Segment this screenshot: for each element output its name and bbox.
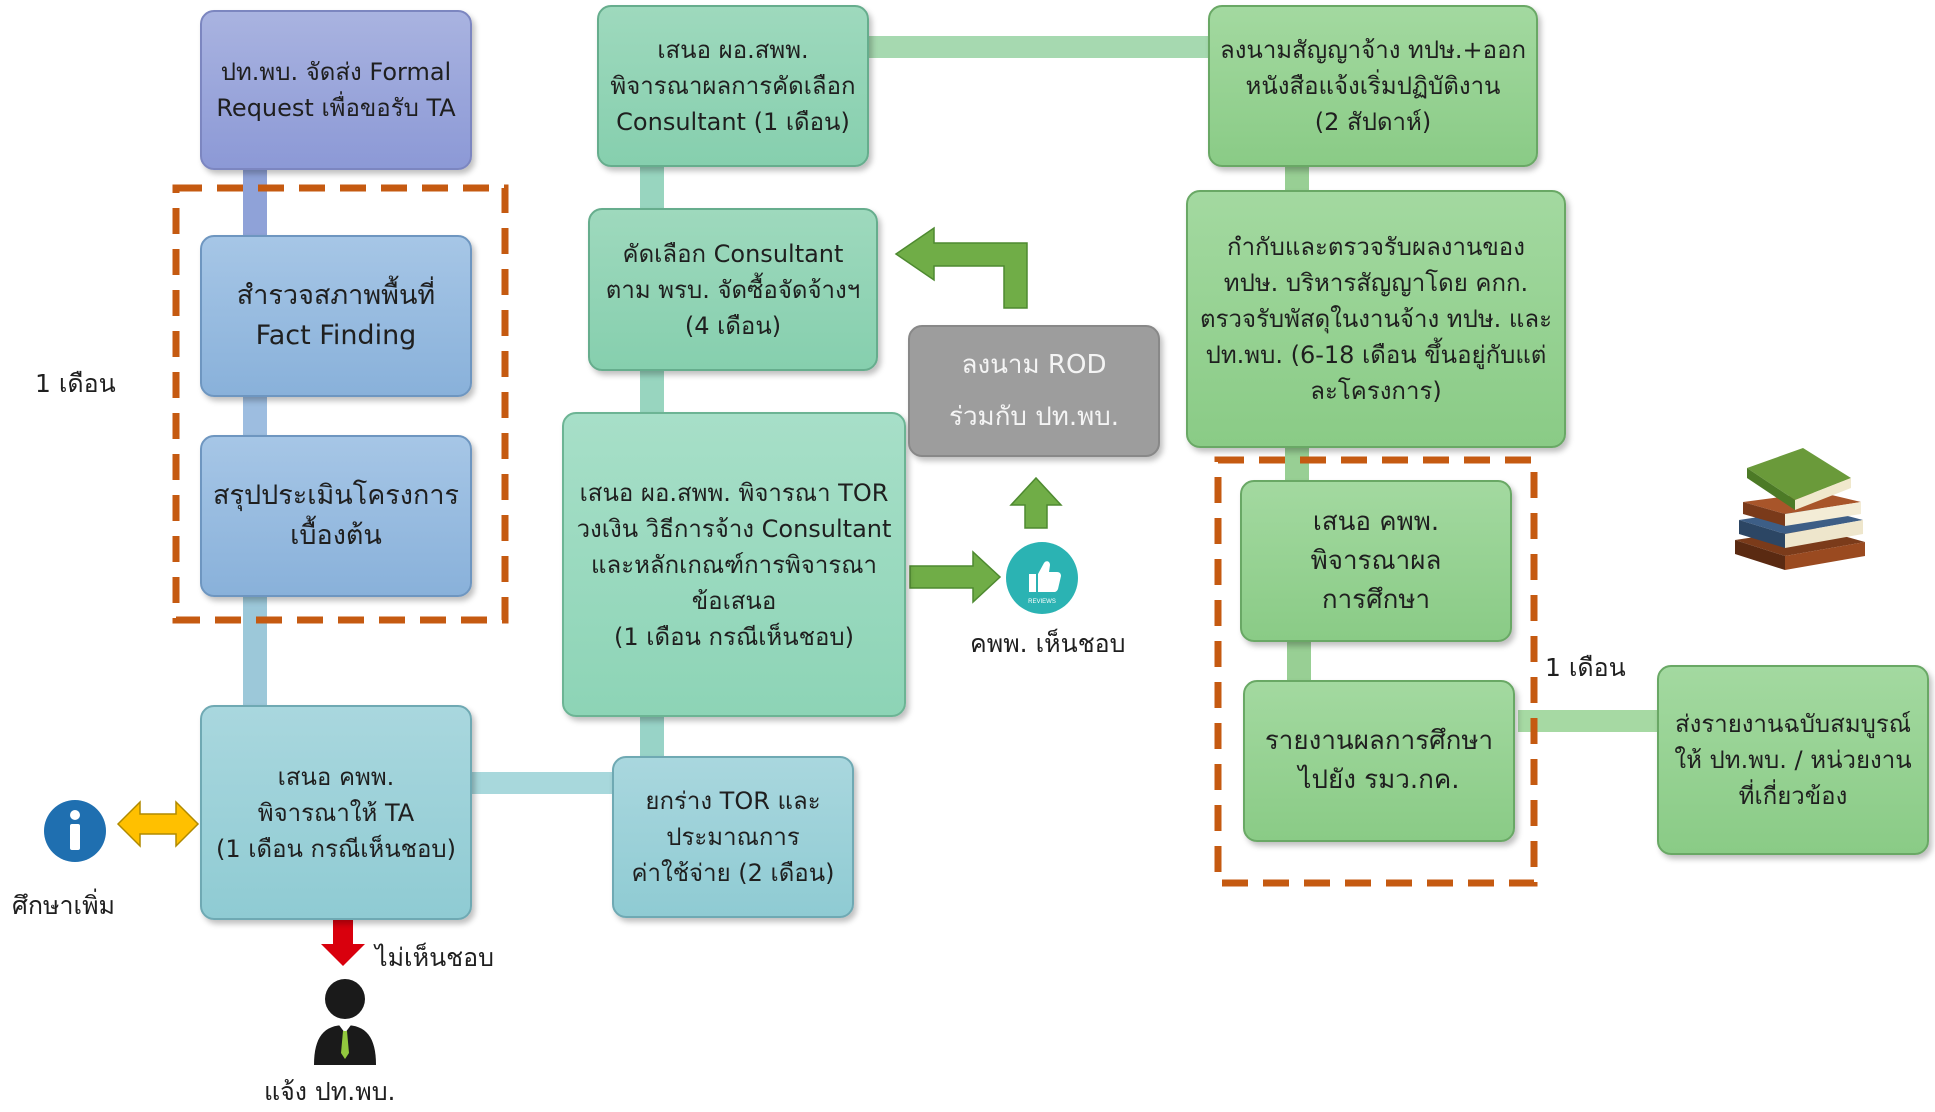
- box-propose-tor: เสนอ ผอ.สพพ. พิจารณา TOR วงเงิน วิธีการจ…: [562, 412, 906, 717]
- label-study-more: ศึกษาเพิ่ม: [12, 891, 116, 920]
- books-icon: [1735, 448, 1865, 570]
- green-up-arrow: [1009, 476, 1063, 529]
- reviews-thumbs-up-icon: REVIEWS: [1005, 541, 1079, 615]
- connector-right-stem-3: [1287, 640, 1311, 684]
- connector-ta-to-tor: [472, 772, 616, 794]
- reviews-badge-text: REVIEWS: [1028, 599, 1056, 605]
- connector-left-stem-3: [243, 595, 267, 707]
- box-report-study: รายงานผลการศึกษา ไปยัง รมว.กค.: [1243, 680, 1515, 842]
- box-select-consultant: คัดเลือก Consultant ตาม พรบ. จัดซื้อจัดจ…: [588, 208, 878, 371]
- connector-select-up-2: [640, 165, 664, 210]
- box-sign-contract: ลงนามสัญญาจ้าง ทปษ.+ออก หนังสือแจ้งเริ่ม…: [1208, 5, 1538, 167]
- box-send-final: ส่งรายงานฉบับสมบูรณ์ ให้ ปท.พบ. / หน่วยง…: [1657, 665, 1929, 855]
- box-propose-committee-ta: เสนอ คพพ. พิจารณาให้ TA (1 เดือน กรณีเห็…: [200, 705, 472, 920]
- red-down-arrow: [321, 918, 365, 966]
- box-propose-selection: เสนอ ผอ.สพพ. พิจารณาผลการคัดเลือก Consul…: [597, 5, 869, 167]
- connector-right-stem-2: [1285, 447, 1309, 483]
- label-one-month-right: 1 เดือน: [1545, 653, 1626, 682]
- connector-left-stem-2: [243, 396, 267, 438]
- info-icon: [44, 800, 106, 862]
- connector-top-horizontal: [868, 36, 1213, 58]
- label-committee-approve: คพพ. เห็นชอบ: [970, 629, 1126, 658]
- box-supervise: กำกับและตรวจรับผลงานของ ทปษ. บริหารสัญญา…: [1186, 190, 1566, 448]
- connector-right-stem-1: [1285, 165, 1309, 193]
- box-formal-request: ปท.พบ. จัดส่ง Formal Request เพื่อขอรับ …: [200, 10, 472, 170]
- label-not-approve: ไม่เห็นชอบ: [375, 943, 495, 972]
- person-icon: [314, 979, 376, 1065]
- box-draft-tor: ยกร่าง TOR และ ประมาณการ ค่าใช้จ่าย (2 เ…: [612, 756, 854, 918]
- green-right-arrow: [909, 550, 1002, 604]
- box-sign-rod: ลงนาม ROD ร่วมกับ ปท.พบ.: [908, 325, 1160, 457]
- label-notify: แจ้ง ปท.พบ.: [264, 1077, 396, 1106]
- connector-report-to-final: [1518, 710, 1663, 732]
- dashed-group-left: [172, 184, 509, 624]
- box-fact-finding: สำรวจสภาพพื้นที่ Fact Finding: [200, 235, 472, 397]
- label-one-month-left: 1 เดือน: [35, 369, 116, 398]
- connector-left-stem-1: [243, 170, 267, 242]
- green-bent-arrow: [894, 226, 1028, 309]
- connector-tor-up: [640, 715, 664, 759]
- double-arrow-yellow: [116, 800, 200, 848]
- box-propose-study: เสนอ คพพ. พิจารณาผล การศึกษา: [1240, 480, 1512, 642]
- connector-select-up-1: [640, 370, 664, 414]
- box-initial-assessment: สรุปประเมินโครงการ เบื้องต้น: [200, 435, 472, 597]
